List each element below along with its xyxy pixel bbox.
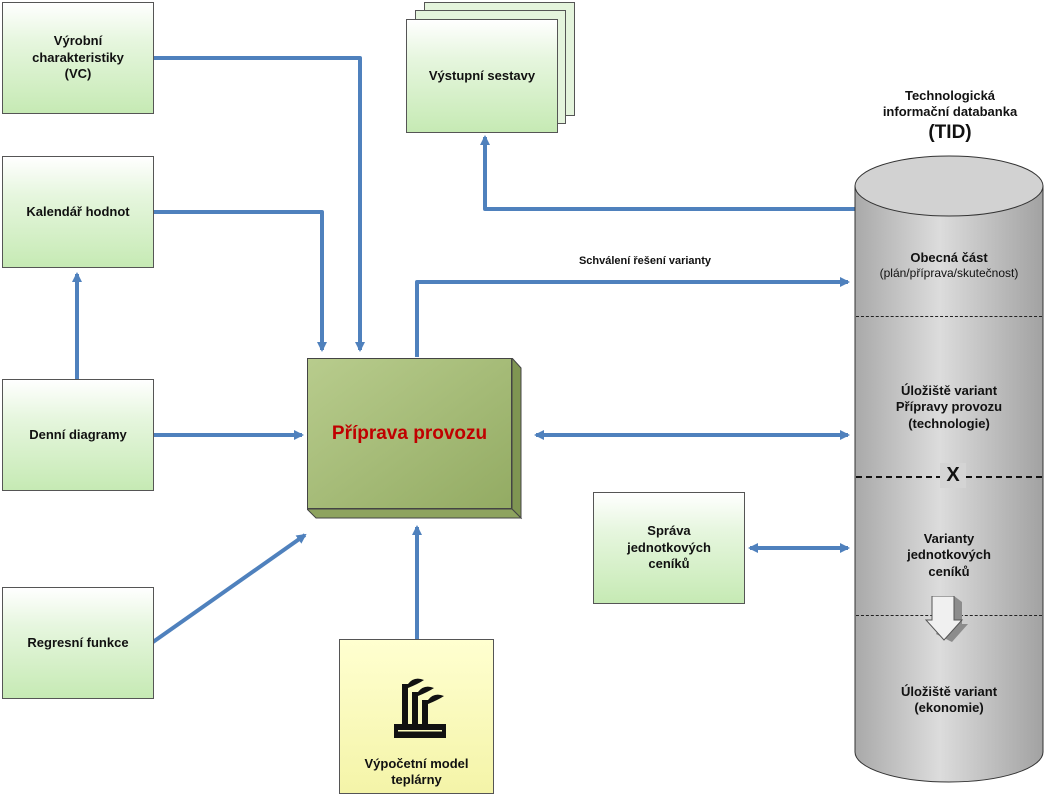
model-box: Výpočetní model teplárny: [339, 639, 494, 794]
main-box-title: Příprava provozu: [331, 423, 488, 444]
main-box: Příprava provozu: [307, 358, 523, 520]
db-separator-1: [856, 316, 1042, 317]
calendar-box: Kalendář hodnot: [2, 156, 154, 268]
database-title-line1: Technologická: [904, 88, 996, 103]
arrow-calendar-to-main: [153, 210, 327, 352]
regression-box: Regresní funkce: [2, 587, 154, 699]
database-title-abbr: (TID): [928, 121, 972, 143]
arrow-db-to-outputs: [480, 135, 856, 211]
outputs-stack: Výstupní sestavy: [406, 0, 586, 140]
arrow-vc-to-main: [153, 56, 365, 352]
down-arrow-icon: [924, 596, 968, 642]
pricelist-box: Správa jednotkových ceníků: [593, 492, 745, 604]
db-section-general: Obecná část (plán/příprava/skutečnost): [855, 250, 1043, 281]
db-section-tech: Úložiště variant Přípravy provozu (techn…: [895, 383, 1003, 431]
approval-label: Schválení řešení varianty: [578, 255, 712, 267]
arrow-main-to-general: [415, 277, 850, 357]
main-box-shape: [307, 358, 523, 520]
db-section-prices: Varianty jednotkových ceníků: [907, 531, 991, 579]
database-title: Technologická informační databanka (TID): [855, 88, 1045, 144]
daily-diagrams-box: Denní diagramy: [2, 379, 154, 491]
database-title-line2: informační databanka: [882, 104, 1018, 120]
outputs-box: Výstupní sestavy: [406, 19, 558, 133]
db-cross-mark: X: [940, 463, 966, 488]
arrow-regression-to-main: [151, 533, 307, 644]
factory-icon: [394, 678, 446, 738]
db-section-general-sub: (plán/příprava/skutečnost): [879, 266, 1019, 281]
db-section-general-title: Obecná část: [910, 250, 988, 265]
db-section-econ: Úložiště variant (ekonomie): [900, 684, 998, 716]
vc-box: Výrobní charakteristiky (VC): [2, 2, 154, 114]
model-box-label: Výpočetní model teplárny: [364, 756, 469, 788]
